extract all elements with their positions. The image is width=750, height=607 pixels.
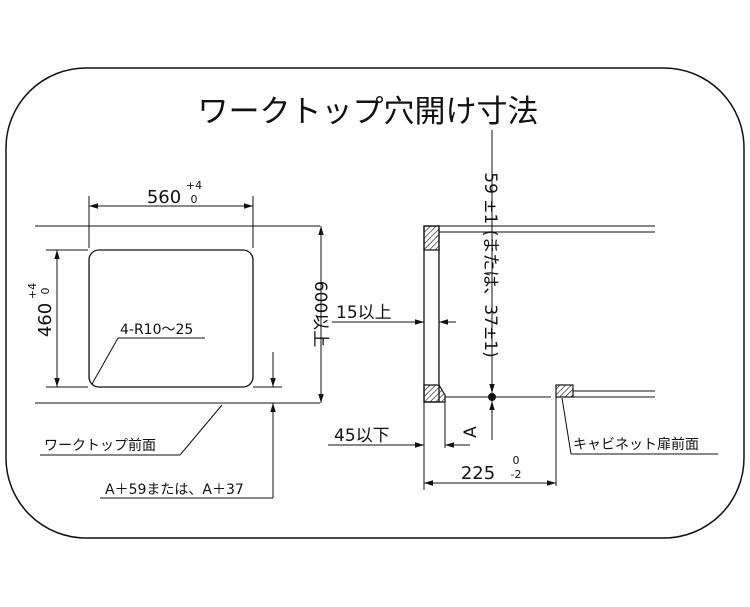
depth-dim-label: 225 [461, 463, 495, 484]
height-tol-minus: 0 [39, 288, 52, 295]
width-dim-label: 560 [147, 187, 181, 208]
panel-bottom-hatch [423, 384, 446, 403]
a-label: A [461, 426, 481, 438]
outer-frame [5, 67, 745, 539]
width-tol-plus: +4 [186, 179, 202, 192]
width-tol-minus: 0 [191, 193, 198, 206]
panel-outline [423, 225, 440, 403]
height-tol-plus: +4 [26, 283, 39, 299]
min-15-label: 15以上 [336, 303, 392, 323]
height-dim-label: 460 [35, 303, 56, 337]
worktop-front-label: ワークトップ前面 [44, 437, 156, 454]
vertical-dim-label: 59 ±1 (または、37±1) [480, 172, 500, 357]
section-view: 59 ±1 (または、37±1) A 15以上 45以下 225 0 -2 キャ… [328, 130, 718, 490]
max-45-label: 45以下 [334, 426, 390, 446]
panel-top-hatch [423, 225, 440, 251]
corner-radius-label: 4-R10～25 [120, 322, 193, 338]
cabinet-front-label: キャビネット扉前面 [573, 436, 699, 453]
cabinet-hatch [555, 384, 574, 398]
depth-tol-minus: -2 [511, 468, 522, 481]
min-depth-label: 600以上 [310, 281, 330, 347]
reference-point [488, 393, 496, 401]
cutout-rect [88, 249, 254, 388]
offset-label: A＋59または、A＋37 [105, 482, 244, 498]
plan-view: 560 +4 0 460 +4 0 4-R10～25 600以上 A＋59または… [26, 179, 330, 499]
diagram-title: ワークトップ穴開け寸法 [198, 94, 539, 130]
depth-tol-plus: 0 [513, 454, 520, 467]
